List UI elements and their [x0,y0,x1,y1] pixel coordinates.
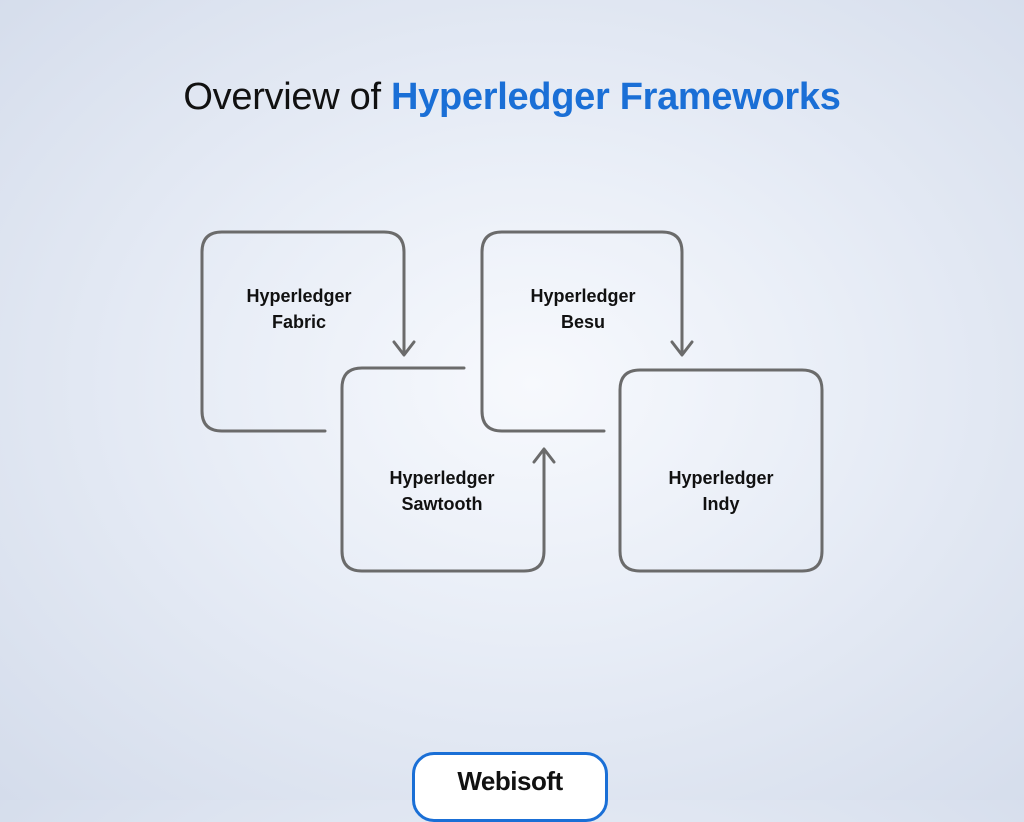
title-accent: Hyperledger Frameworks [390,76,841,118]
node-sawtooth-line2: Sawtooth [401,494,483,514]
node-besu: Hyperledger Besu [483,283,683,335]
sawtooth-box-outline [340,366,546,573]
indy-box-outline [618,368,824,573]
node-besu-line2: Besu [560,312,605,332]
brand-logo-text: Webisoft [457,766,563,796]
node-indy-line2: Indy [702,494,740,514]
node-sawtooth: Hyperledger Sawtooth [342,465,542,517]
brand-badge: Webisoft [412,752,608,822]
node-fabric-line2: Fabric [271,312,327,332]
node-indy-line1: Hyperledger [668,468,774,488]
fabric-box-outline [200,230,406,433]
title-prefix: Overview of [183,76,391,118]
node-besu-line1: Hyperledger [530,286,636,306]
besu-box-outline [480,230,684,433]
node-indy: Hyperledger Indy [621,465,821,517]
fabric-to-sawtooth-arrowhead [392,340,416,357]
flow-diagram [200,230,824,573]
node-fabric: Hyperledger Fabric [199,283,399,335]
page-title: Overview of Hyperledger Frameworks [0,76,1024,119]
node-fabric-line1: Hyperledger [246,286,352,306]
node-sawtooth-line1: Hyperledger [389,468,495,488]
besu-to-indy-arrowhead [670,340,694,357]
sawtooth-to-besu-arrowhead [532,447,556,464]
